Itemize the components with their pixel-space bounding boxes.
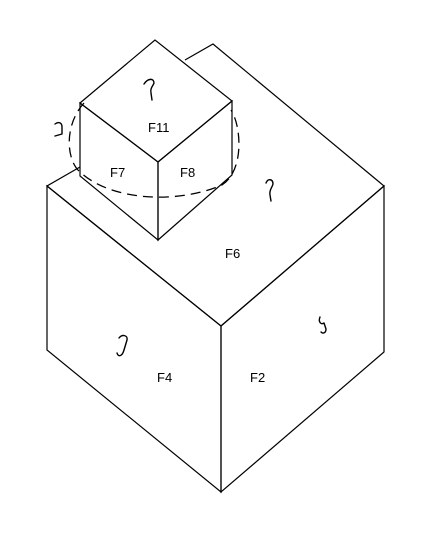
face-label-f2: F2: [250, 370, 265, 385]
face-f11-outline: [79, 39, 233, 163]
f2-mark: [318, 316, 327, 334]
hidden-cylinder-arc: [68, 102, 240, 198]
face-f2-outline: [220, 184, 385, 494]
small-block: [79, 39, 233, 242]
f11-mark: [143, 78, 155, 101]
face-label-f4: F4: [157, 370, 172, 385]
face-label-f7: F7: [110, 165, 125, 180]
face-label-f8: F8: [180, 165, 195, 180]
face-label-f11: F11: [148, 120, 169, 135]
large-block: [45, 43, 385, 494]
large-block-top-back-edges: [45, 43, 385, 327]
face-f8-outline: [157, 99, 233, 242]
face-f4-outline: [46, 184, 222, 494]
f4-mark: [116, 334, 128, 357]
f7-left-mark: [54, 121, 63, 137]
f6-mark: [265, 179, 274, 202]
face-label-f6: F6: [225, 246, 240, 261]
